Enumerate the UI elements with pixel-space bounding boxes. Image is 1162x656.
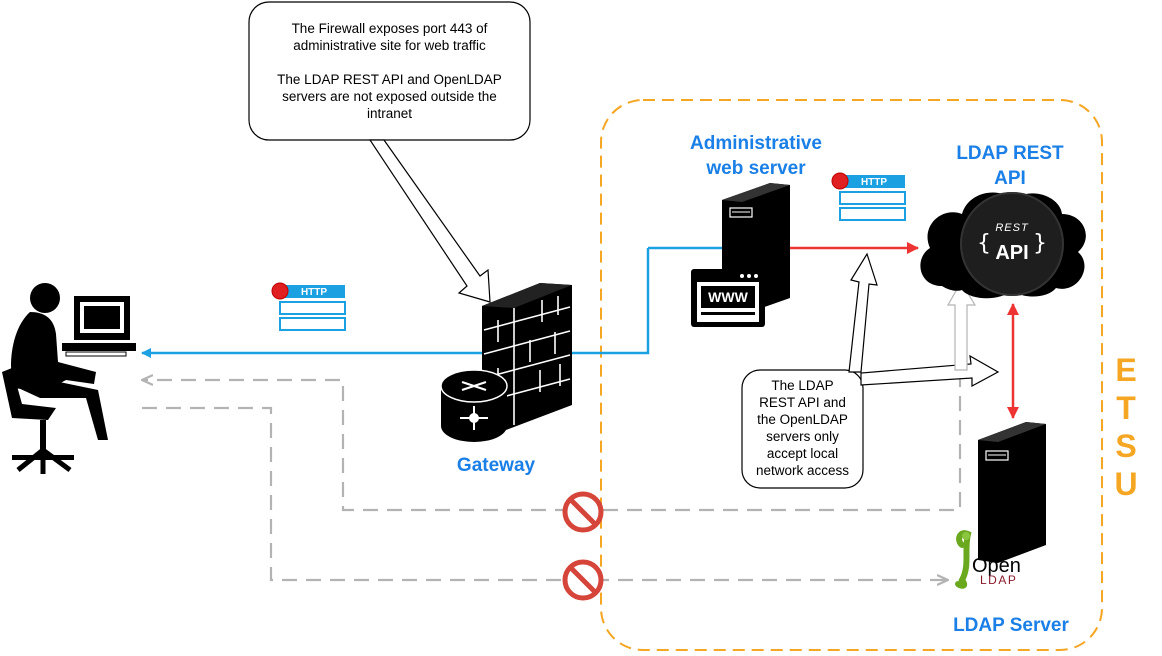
blocked-icon-2 xyxy=(562,559,604,601)
rest-api-brace-right: } xyxy=(1033,231,1046,256)
https-link xyxy=(141,248,650,358)
firewall-note-line3: The LDAP REST API and OpenLDAP xyxy=(277,72,502,87)
openldap-ldap-text: LDAP xyxy=(980,573,1017,587)
etsu-letter-u: U xyxy=(1114,466,1138,502)
etsu-network-boundary xyxy=(600,99,1103,651)
rest-text: REST xyxy=(995,222,1029,234)
rest-api-label: LDAP REST API xyxy=(940,141,1080,191)
firewall-note-line2: administrative site for web traffic xyxy=(293,38,486,53)
blocked-icon-1 xyxy=(562,491,604,533)
admin-server-label: Administrative web server xyxy=(672,131,840,181)
local-access-pointer-up xyxy=(848,252,878,373)
http-packet-icon xyxy=(271,282,346,331)
local-access-note-line4: servers only xyxy=(766,429,839,444)
firewall-note-line4: servers are not exposed outside the xyxy=(282,89,497,104)
rest-api-brace-left: { xyxy=(977,231,990,256)
firewall-note: The Firewall exposes port 443 of adminis… xyxy=(252,20,527,122)
admin-server-label-line1: Administrative xyxy=(690,133,822,154)
etsu-letter-t: T xyxy=(1116,390,1136,426)
rest-api-label-line1: LDAP REST xyxy=(956,143,1064,164)
firewall-note-line1: The Firewall exposes port 443 of xyxy=(291,21,488,36)
etsu-letter-e: E xyxy=(1115,352,1137,388)
http-tag-text-admin: HTTP xyxy=(861,177,887,188)
local-access-note-line1: The LDAP xyxy=(771,378,834,393)
user-workstation-icon xyxy=(2,283,136,474)
openldap-logo-icon xyxy=(955,530,972,589)
www-browser-icon xyxy=(691,269,765,327)
local-access-note-box xyxy=(741,369,864,489)
etsu-letter-s: S xyxy=(1115,428,1137,464)
router-icon xyxy=(440,369,508,442)
local-access-note-line2: REST API and xyxy=(759,395,846,410)
local-access-note-line6: network access xyxy=(755,463,850,478)
local-access-pointer-right xyxy=(860,354,1000,388)
api-text: API xyxy=(995,242,1028,264)
ldap-server-label: LDAP Server xyxy=(953,615,1069,636)
admin-server-label-line2: web server xyxy=(706,158,806,179)
ldap-server-icon xyxy=(978,422,1046,563)
local-access-note-line5: accept local xyxy=(766,446,839,461)
firewall-note-box xyxy=(248,1,531,141)
etsu-label: E T S U xyxy=(1108,351,1144,503)
blocked-connection-1 xyxy=(142,300,962,512)
http-tag-text: HTTP xyxy=(301,287,327,298)
firewall-note-pointer xyxy=(368,139,491,303)
openldap-open-text: Open xyxy=(972,555,1021,577)
local-access-note: The LDAP REST API and the OpenLDAP serve… xyxy=(744,377,861,479)
www-text: WWW xyxy=(708,289,748,305)
firewall-note-line5: intranet xyxy=(366,106,413,121)
rest-api-label-line2: API xyxy=(994,168,1026,189)
rest-api-cloud-icon xyxy=(920,192,1086,299)
gateway-label: Gateway xyxy=(456,455,536,476)
local-access-note-line3: the OpenLDAP xyxy=(757,412,848,427)
http-packet-icon-admin xyxy=(831,172,906,221)
